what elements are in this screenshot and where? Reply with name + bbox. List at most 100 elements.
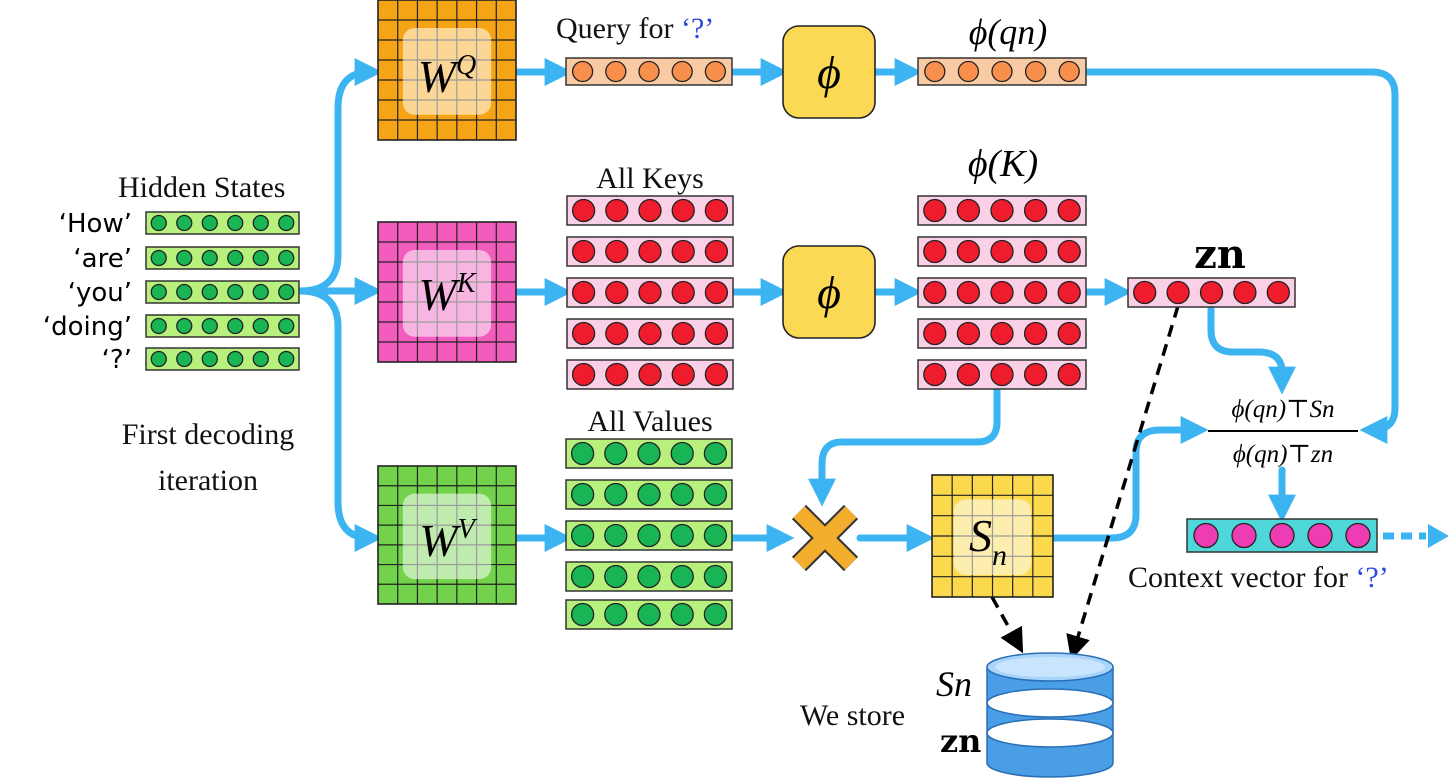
vector-dot bbox=[1023, 280, 1048, 305]
token-label: ‘doing’ bbox=[43, 312, 132, 342]
vector-dot bbox=[990, 239, 1014, 264]
vector-dot bbox=[278, 283, 295, 301]
we-store-label: We store bbox=[800, 699, 905, 732]
vector-dot bbox=[201, 214, 218, 232]
vector-dot bbox=[638, 60, 660, 83]
vector-dot bbox=[227, 283, 244, 301]
vector-dot bbox=[1057, 239, 1081, 264]
wk-label: WK bbox=[418, 268, 476, 320]
vector-dot bbox=[1024, 60, 1047, 83]
phi-k-vector bbox=[917, 236, 1087, 267]
context-vector bbox=[1186, 518, 1378, 553]
vector-dot bbox=[1023, 321, 1048, 346]
vector-dot bbox=[1193, 522, 1219, 549]
phi-k-vector bbox=[917, 318, 1087, 349]
vector-dot bbox=[956, 321, 981, 346]
vector-dot bbox=[670, 523, 694, 548]
vector-dot bbox=[201, 317, 218, 335]
vector-dot bbox=[1023, 239, 1048, 264]
token-label: ‘you’ bbox=[68, 278, 132, 308]
vector-dot bbox=[150, 249, 167, 267]
value-vector bbox=[565, 561, 733, 592]
vector-dot bbox=[990, 198, 1014, 223]
vector-dot bbox=[991, 60, 1013, 83]
vector-dot bbox=[604, 523, 628, 548]
vector-dot bbox=[638, 239, 662, 264]
context-label: Context vector for ‘?’ bbox=[1128, 561, 1389, 594]
vector-dot bbox=[605, 362, 629, 387]
hidden-state-vector bbox=[145, 280, 300, 304]
vector-dot bbox=[1058, 60, 1080, 83]
vector-dot bbox=[1023, 362, 1048, 387]
vector-dot bbox=[956, 198, 981, 223]
flow-arrows bbox=[296, 58, 1449, 661]
vector-dot bbox=[570, 564, 595, 589]
token-label: ‘How’ bbox=[59, 209, 132, 239]
zn-vector bbox=[1127, 277, 1296, 308]
zn-label: zn bbox=[1194, 231, 1246, 278]
vector-dot bbox=[278, 350, 295, 368]
phi-box-keys: ϕ bbox=[782, 245, 876, 339]
first-decoding-label-2: iteration bbox=[158, 464, 258, 497]
multiply-symbol bbox=[791, 504, 859, 572]
value-vector bbox=[565, 599, 733, 630]
store-s-label: Sn bbox=[936, 664, 972, 704]
token-label: ‘are’ bbox=[73, 244, 132, 274]
phi-k-label: ϕ(K) bbox=[968, 143, 1038, 185]
hidden-state-vector bbox=[145, 347, 300, 371]
vector-dot bbox=[605, 239, 629, 264]
vector-dot bbox=[956, 362, 981, 387]
zn-to-formula-arrow bbox=[1207, 305, 1296, 395]
vector-dot bbox=[671, 362, 695, 387]
vector-dot bbox=[252, 214, 269, 232]
matrix-highlight bbox=[953, 499, 1032, 576]
vector-dot bbox=[671, 321, 695, 346]
key-vector bbox=[566, 195, 734, 226]
vector-dot bbox=[637, 564, 661, 589]
phi-box-query: ϕ bbox=[782, 25, 876, 119]
formula-denominator: ϕ(qn)⊤zn bbox=[1233, 441, 1333, 468]
vector-dot bbox=[605, 321, 629, 346]
matrix-highlight bbox=[402, 493, 492, 580]
vector-dot bbox=[637, 602, 661, 627]
vector-dot bbox=[201, 283, 218, 301]
vector-dot bbox=[150, 317, 167, 335]
sn-matrix bbox=[931, 474, 1054, 598]
vector-dot bbox=[638, 321, 662, 346]
wq-label: WQ bbox=[418, 50, 477, 102]
vector-dot bbox=[227, 317, 244, 335]
attention-formula: ϕ(qn)⊤Snϕ(qn)⊤zn bbox=[1208, 396, 1358, 468]
vector-dot bbox=[671, 60, 693, 83]
vector-dot bbox=[704, 362, 729, 387]
vector-dot bbox=[1057, 362, 1081, 387]
vector-dot bbox=[637, 482, 661, 507]
vector-bar bbox=[145, 246, 300, 270]
vector-dot bbox=[924, 60, 946, 83]
phik-to-multiply-arrow bbox=[808, 386, 1001, 507]
database-top-highlight bbox=[995, 657, 1105, 677]
vector-dot bbox=[604, 564, 628, 589]
vector-dot bbox=[923, 239, 947, 264]
vector-dot bbox=[571, 321, 596, 346]
vector-dot bbox=[604, 602, 628, 627]
wq-matrix bbox=[377, 0, 517, 141]
vector-dot bbox=[1231, 522, 1257, 549]
hidden-to-wq-arrow bbox=[296, 58, 383, 295]
phiq-to-formula-arrow bbox=[1083, 68, 1399, 444]
vector-dot bbox=[571, 60, 594, 83]
hidden-state-vector bbox=[145, 246, 300, 270]
vector-dot bbox=[923, 321, 947, 346]
vector-dot bbox=[570, 482, 595, 507]
vector-dot bbox=[252, 249, 269, 267]
key-vector bbox=[566, 236, 734, 267]
hidden-state-vector bbox=[145, 211, 300, 235]
vector-dot bbox=[1057, 321, 1081, 346]
vector-dot bbox=[227, 249, 244, 267]
vector-dot bbox=[923, 280, 947, 305]
vector-dot bbox=[1133, 280, 1157, 305]
vector-dot bbox=[570, 602, 595, 627]
wk-matrix bbox=[377, 221, 517, 363]
wv-matrix bbox=[377, 465, 517, 605]
vector-dot bbox=[637, 523, 661, 548]
vector-dot bbox=[670, 482, 694, 507]
